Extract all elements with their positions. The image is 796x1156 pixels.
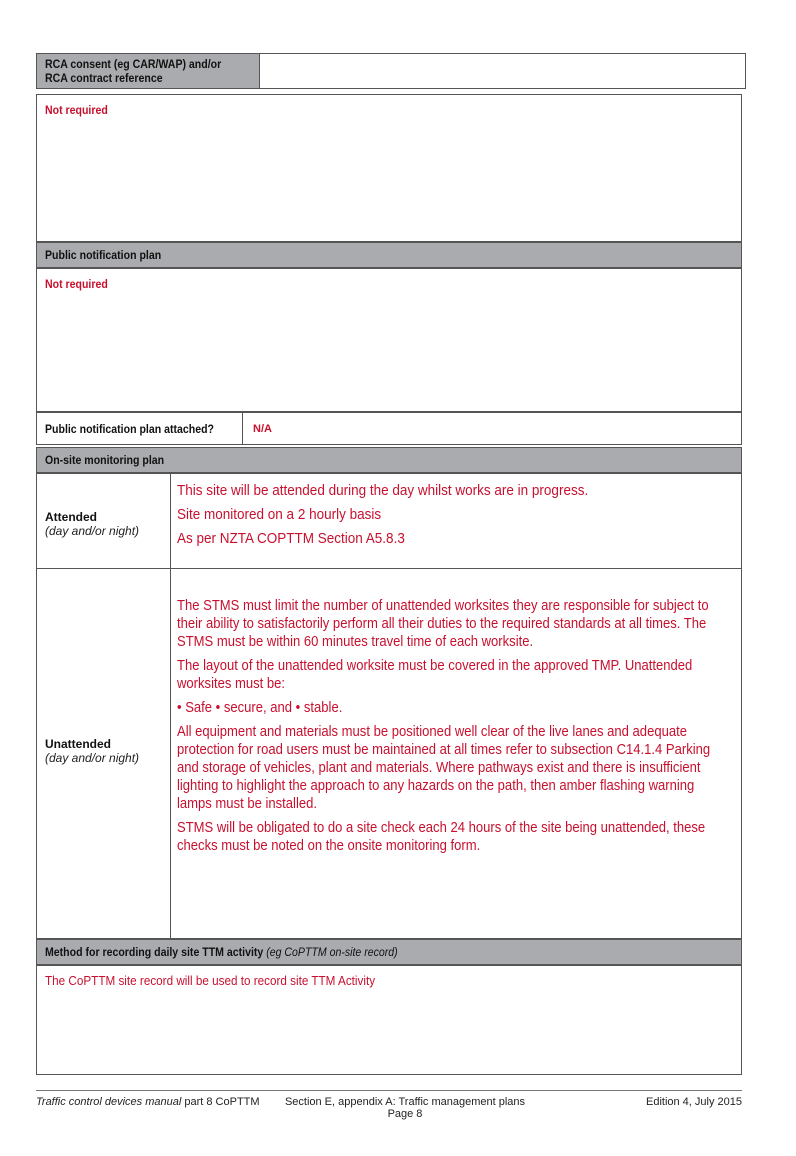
attended-sublabel: (day and/or night)	[45, 524, 140, 538]
attended-line: Site monitored on a 2 hourly basis	[177, 506, 382, 523]
public-notification-body-text: Not required	[45, 277, 108, 291]
public-notification-attached-value[interactable]: N/A	[242, 412, 742, 445]
method-recording-header: Method for recording daily site TTM acti…	[36, 939, 742, 965]
footer-manual: Traffic control devices manual part 8 Co…	[36, 1096, 260, 1108]
onsite-monitoring-header: On-site monitoring plan	[36, 447, 742, 473]
attended-line: This site will be attended during the da…	[177, 482, 589, 499]
rca-consent-body[interactable]: Not required	[36, 94, 742, 242]
attended-line: As per NZTA COPTTM Section A5.8.3	[177, 530, 405, 547]
public-notification-attached-label: Public notification plan attached?	[45, 421, 214, 436]
method-recording-header-main: Method for recording daily site TTM acti…	[45, 945, 264, 959]
footer-page-number: Page 8	[387, 1108, 423, 1120]
attended-label-cell: Attended (day and/or night)	[36, 473, 171, 569]
unattended-sublabel: (day and/or night)	[45, 751, 140, 765]
rca-consent-value-field[interactable]	[259, 53, 746, 89]
method-recording-body-text: The CoPTTM site record will be used to r…	[45, 973, 376, 988]
method-recording-header-note: (eg CoPTTM on-site record)	[266, 945, 398, 959]
footer-edition: Edition 4, July 2015	[645, 1096, 742, 1108]
footer-rule	[36, 1090, 742, 1091]
rca-consent-label-line1: RCA consent (eg CAR/WAP) and/or	[45, 57, 222, 71]
public-notification-attached-label-cell: Public notification plan attached?	[36, 412, 243, 445]
unattended-paragraph: The layout of the unattended worksite mu…	[177, 658, 693, 692]
unattended-label-cell: Unattended (day and/or night)	[36, 568, 171, 939]
rca-consent-label-line2: RCA contract reference	[45, 71, 163, 85]
unattended-paragraph: The STMS must limit the number of unatte…	[177, 598, 709, 650]
method-recording-body[interactable]: The CoPTTM site record will be used to r…	[36, 965, 742, 1075]
unattended-label: Unattended	[45, 737, 111, 751]
rca-consent-label-cell: RCA consent (eg CAR/WAP) and/or RCA cont…	[36, 53, 260, 89]
unattended-content-cell[interactable]: The STMS must limit the number of unatte…	[170, 568, 742, 939]
footer-section: Section E, appendix A: Traffic managemen…	[260, 1096, 550, 1120]
rca-consent-body-text: Not required	[45, 103, 108, 117]
public-notification-header: Public notification plan	[36, 242, 742, 268]
unattended-paragraph: STMS will be obligated to do a site chec…	[177, 820, 706, 854]
attended-label: Attended	[45, 510, 97, 524]
attended-content-cell[interactable]: This site will be attended during the da…	[170, 473, 742, 569]
unattended-paragraph: • Safe • secure, and • stable.	[177, 700, 343, 716]
unattended-paragraph: All equipment and materials must be posi…	[177, 724, 711, 812]
public-notification-body[interactable]: Not required	[36, 268, 742, 412]
